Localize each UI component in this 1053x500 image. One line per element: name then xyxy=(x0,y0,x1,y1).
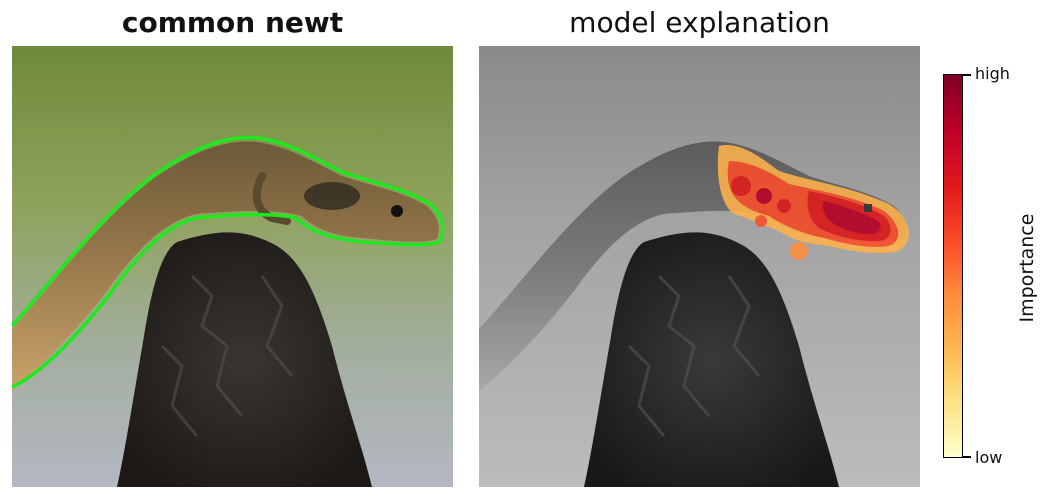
importance-heatmap xyxy=(717,145,909,260)
newt-photo-panel xyxy=(12,46,453,487)
colorbar-tick-high xyxy=(963,74,971,76)
right-panel-title: model explanation xyxy=(569,6,830,39)
importance-colorbar xyxy=(943,74,963,458)
left-panel-title: common newt xyxy=(121,6,344,39)
colorbar-high-label: high xyxy=(975,64,1010,83)
explanation-panel xyxy=(479,46,920,487)
explanation-image xyxy=(479,46,920,487)
colorbar-axis-label: Importance xyxy=(1016,213,1038,323)
rock xyxy=(584,232,839,487)
colorbar-low-label: low xyxy=(975,448,1003,467)
colorbar-tick-low xyxy=(963,456,971,458)
rock xyxy=(117,232,372,487)
object-outline xyxy=(12,135,445,389)
newt-photo xyxy=(12,46,453,487)
newt-eye xyxy=(391,205,403,217)
